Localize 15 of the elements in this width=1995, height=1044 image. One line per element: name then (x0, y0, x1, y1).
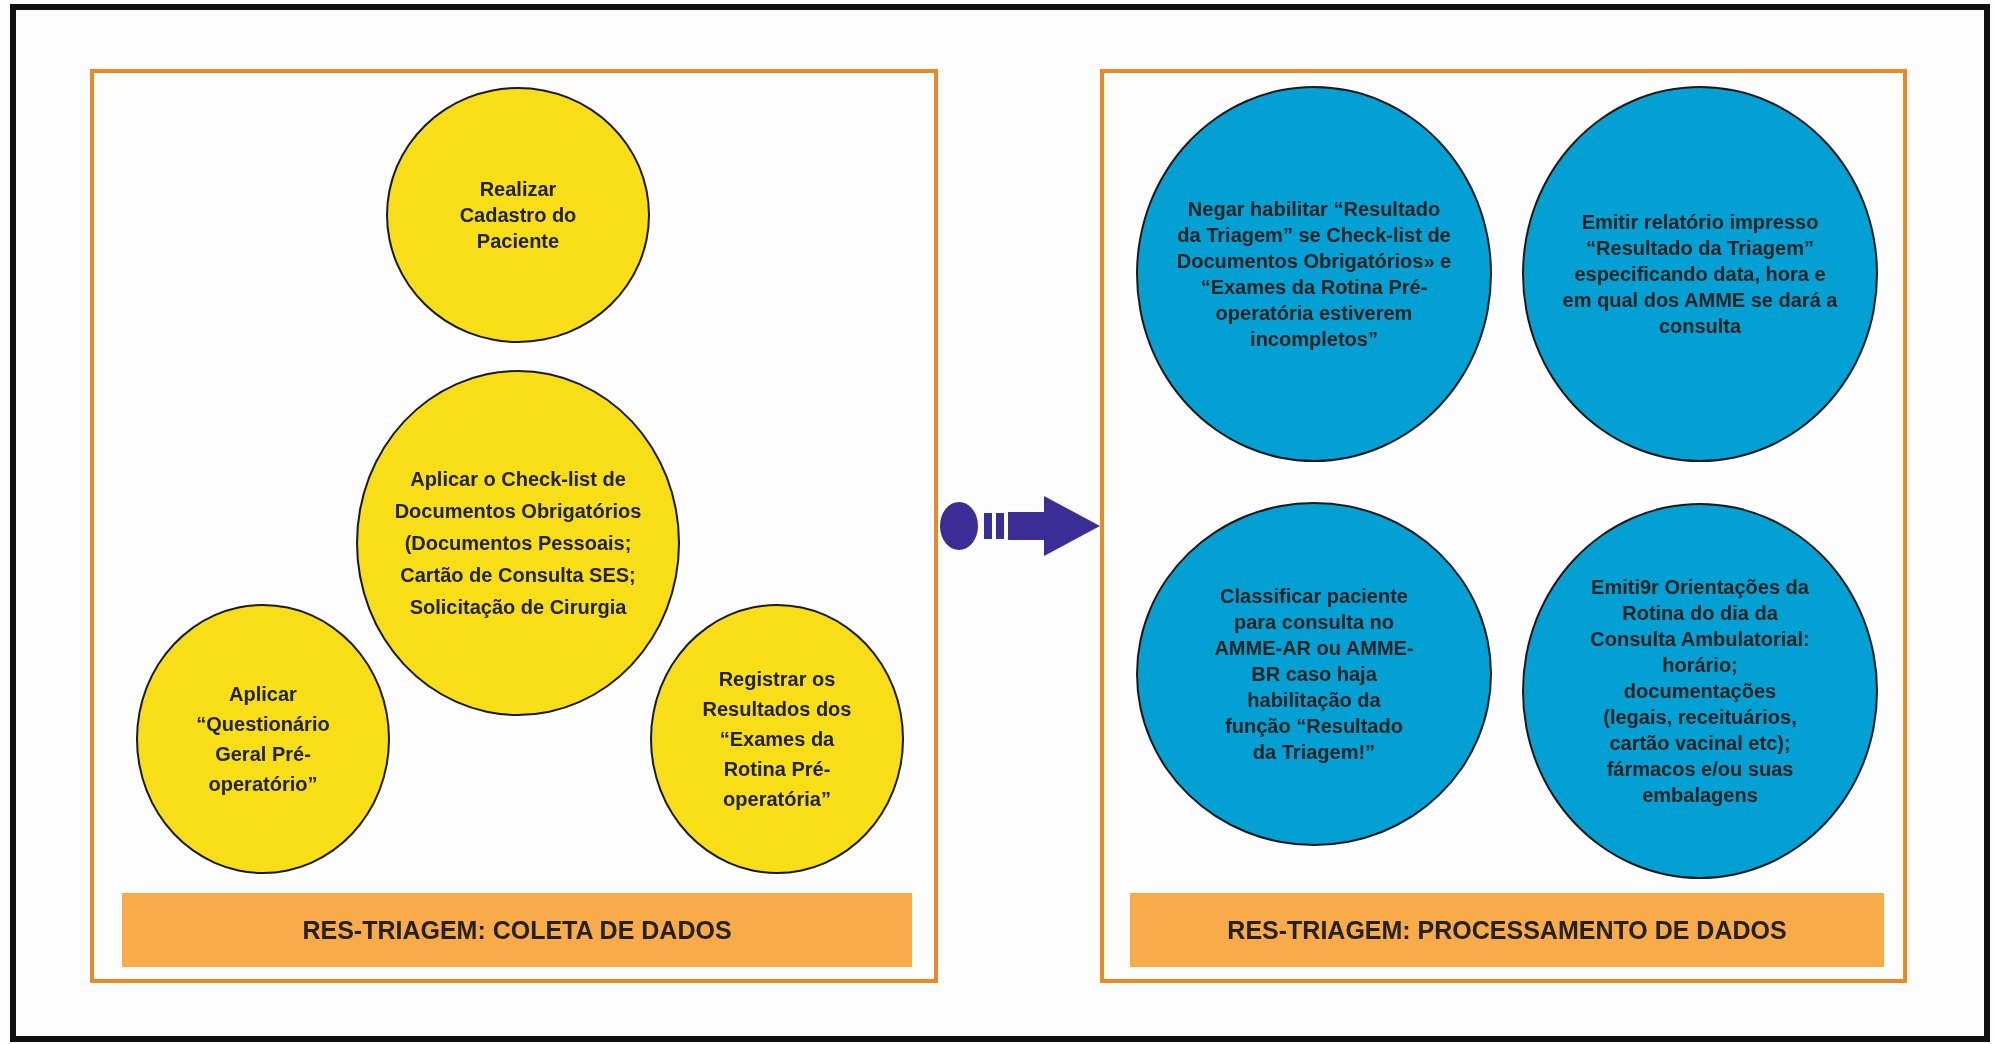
band-title: RES-TRIAGEM: PROCESSAMENTO DE DADOS (1227, 915, 1787, 945)
circle-text: Aplicar o Check-list de Documentos Obrigatórios (Documentos Pessoais; Cartão de Consulta SES; Solicitação de Cirurgia (393, 467, 643, 620)
circle-text: Negar habilitar “Resultado da Triagem” se Check-list de Documentos Obrigatórios» e “Exames da Rotina Pré-operatória estiverem incompletos” (1175, 197, 1453, 352)
title-band (1130, 893, 1884, 967)
panel-frame (90, 69, 938, 983)
band-title: RES-TRIAGEM: COLETA DE DADOS (302, 915, 732, 945)
circle-text: Classificar paciente para consulta no AMME-AR ou AMME-BR caso haja habilitação da função “Resultado da Triagem!” (1214, 584, 1414, 765)
circle-text: Aplicar “Questionário Geral Pré-operatório” (195, 682, 331, 797)
circle-text: Emiti9r Orientações da Rotina do dia da Consulta Ambulatorial: horário; documentações (legais, receituários, cartão vacinal etc); fármacos e/ou suas embalagens (1590, 575, 1810, 808)
circle-text: Registrar os Resultados dos “Exames da Rotina Pré-operatória” (701, 667, 853, 812)
panel-frame (1100, 69, 1907, 983)
title-band (122, 893, 912, 967)
block-arrow (940, 496, 1100, 556)
circle-text: Realizar Cadastro do Paciente (458, 177, 578, 254)
circle-text: Emitir relatório impresso “Resultado da Triagem” especificando data, hora e em qual dos AMME se dará a consulta (1561, 210, 1839, 339)
